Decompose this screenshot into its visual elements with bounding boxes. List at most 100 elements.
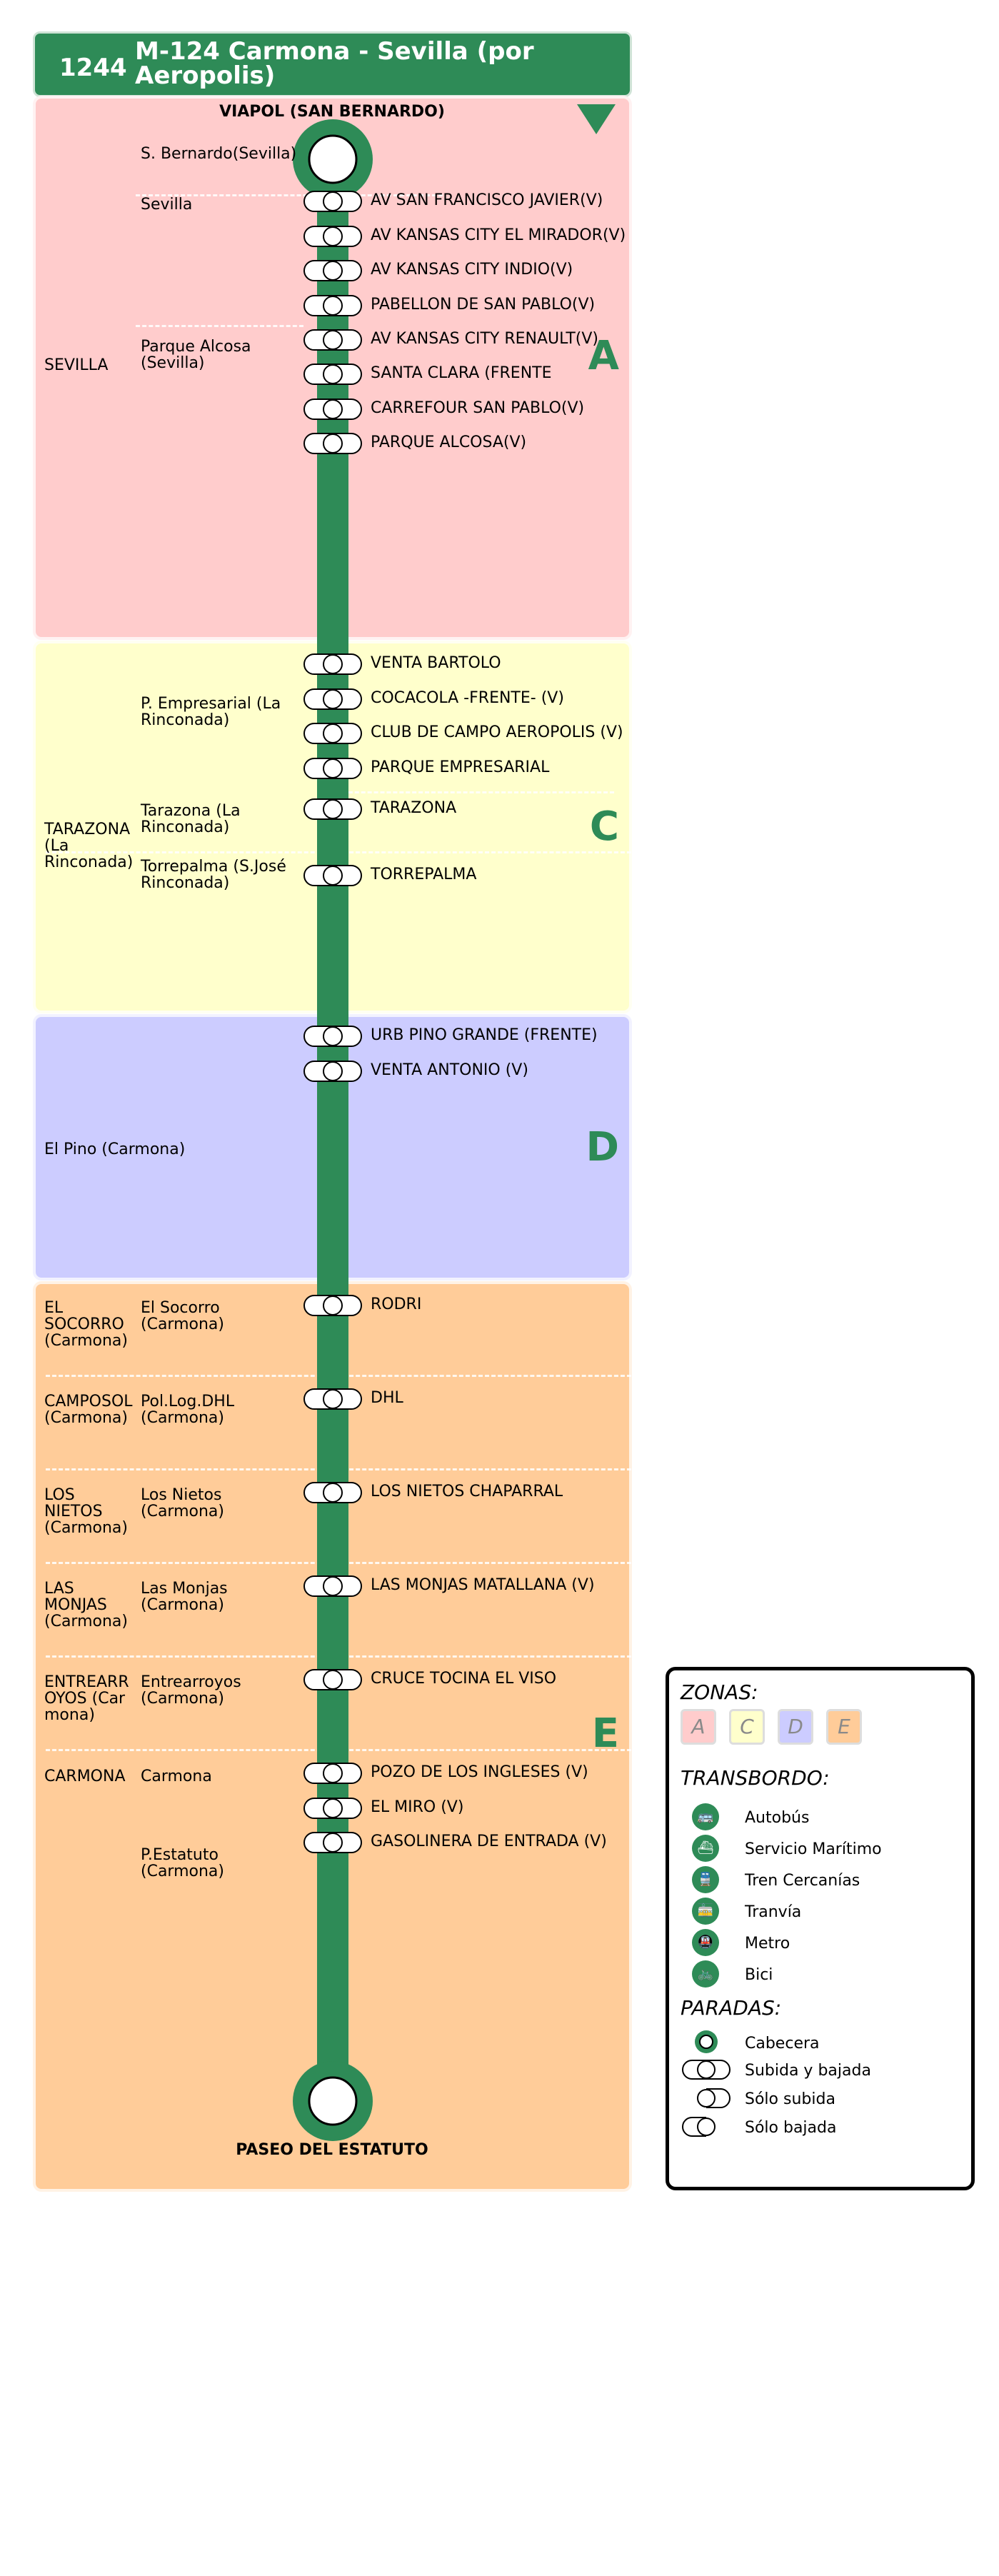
origin-locality: S. Bernardo(Sevilla) [141, 145, 297, 163]
stop-name: CARREFOUR SAN PABLO(V) [371, 399, 585, 417]
locality-label: P.Estatuto (Carmona) [141, 1846, 224, 1880]
legend-transfer-label: Servicio Marítimo [745, 1840, 882, 1858]
legend-transfer-label: Tranvía [745, 1903, 802, 1921]
stop-name: URB PINO GRANDE (FRENTE) [371, 1026, 598, 1044]
train-icon: 🚆 [692, 1866, 719, 1893]
stop-name: PABELLON DE SAN PABLO(V) [371, 296, 596, 314]
municipality-label: ENTREARROYOS (Carmona) [44, 1673, 129, 1724]
locality-label: Torrepalma (S.José Rinconada) [141, 858, 286, 892]
stop-name: RODRI [371, 1295, 422, 1313]
stop-name: AV KANSAS CITY RENAULT(V) [371, 330, 599, 348]
stop-name: CRUCE TOCINA EL VISO [371, 1670, 557, 1688]
municipality-label: SEVILLA [44, 356, 109, 374]
stop-marker [303, 688, 362, 710]
municipality-label: EL SOCORRO (Carmona) [44, 1299, 128, 1350]
locality-label: El Socorro (Carmona) [141, 1299, 224, 1333]
stop-marker [303, 364, 362, 385]
destination-title: PASEO DEL ESTATUTO [236, 2141, 428, 2159]
locality-label: P. Empresarial (La Rinconada) [141, 695, 281, 729]
stop-marker [303, 1669, 362, 1690]
stop-alighting-icon [682, 2117, 716, 2137]
stop-marker [303, 865, 362, 886]
municipality-label: CAMPOSOL (Carmona) [44, 1393, 133, 1427]
stop-marker [303, 723, 362, 744]
legend-stop-label: Cabecera [745, 2035, 820, 2053]
zone-letter-c: C [589, 803, 619, 850]
stop-name: AV KANSAS CITY EL MIRADOR(V) [371, 226, 626, 244]
locality-label: Los Nietos (Carmona) [141, 1486, 224, 1520]
locality-label: Sevilla [141, 196, 193, 214]
legend-zones-title: ZONAS: [681, 1680, 758, 1704]
route-line [293, 119, 373, 2141]
stop-marker [303, 329, 362, 351]
stop-name: CLUB DE CAMPO AEROPOLIS (V) [371, 723, 623, 741]
metro-icon: 🚇 [692, 1929, 719, 1956]
zone-letter-e: E [591, 1710, 619, 1757]
direction-arrow-icon [577, 104, 616, 134]
legend-zone-c: C [729, 1709, 765, 1745]
stop-marker [303, 1295, 362, 1316]
stop-name: SANTA CLARA (FRENTE [371, 364, 552, 382]
locality-label: Entrearroyos (Carmona) [141, 1673, 241, 1708]
legend-zone-a: A [681, 1709, 716, 1745]
legend-transfer-label: Metro [745, 1935, 790, 1953]
stop-both-icon [682, 2060, 731, 2080]
locality-label: Pol.Log.DHL (Carmona) [141, 1393, 235, 1427]
legend-zone-e: E [826, 1709, 862, 1745]
stop-boarding-icon [697, 2088, 731, 2108]
legend-transfer-label: Bici [745, 1966, 773, 1984]
stop-marker [303, 1575, 362, 1597]
legend: ZONAS: A C D E TRANSBORDO: 🚌 Autobús ⛴ S… [666, 1667, 975, 2190]
stop-marker [303, 191, 362, 212]
stop-marker [303, 260, 362, 281]
municipality-label: TARAZONA (La Rinconada) [44, 821, 134, 871]
stop-name: DHL [371, 1389, 403, 1407]
municipality-label: LAS MONJAS (Carmona) [44, 1580, 128, 1630]
bus-icon: 🚌 [692, 1803, 719, 1830]
stop-marker [303, 653, 362, 675]
legend-stop-label: Subida y bajada [745, 2062, 871, 2080]
locality-label: Las Monjas (Carmona) [141, 1580, 228, 1614]
locality-label: Tarazona (La Rinconada) [141, 802, 241, 836]
stop-name: PARQUE EMPRESARIAL [371, 758, 550, 776]
stop-name: LOS NIETOS CHAPARRAL [371, 1483, 563, 1500]
stop-marker [303, 295, 362, 316]
stop-marker [303, 1798, 362, 1819]
stop-name: PARQUE ALCOSA(V) [371, 433, 527, 451]
municipality-label: El Pino (Carmona) [44, 1141, 186, 1158]
legend-stop-label: Sólo subida [745, 2090, 835, 2108]
legend-transfer-label: Tren Cercanías [745, 1872, 860, 1890]
municipality-label: CARMONA [44, 1768, 126, 1785]
stop-name: LAS MONJAS MATALLANA (V) [371, 1576, 595, 1594]
locality-label: Carmona [141, 1768, 212, 1785]
route-code: 1244 [59, 54, 127, 82]
stop-name: TARAZONA [371, 799, 457, 817]
zone-letter-a: A [588, 333, 619, 379]
stop-name: VENTA ANTONIO (V) [371, 1061, 528, 1079]
stop-marker [303, 399, 362, 420]
route-header: 1244 M-124 Carmona - Sevilla (por Aeropo… [33, 31, 632, 97]
legend-zone-d: D [778, 1709, 813, 1745]
stop-marker [303, 758, 362, 779]
legend-stop-label: Sólo bajada [745, 2119, 837, 2137]
stop-name: AV KANSAS CITY INDIO(V) [371, 261, 573, 279]
origin-terminal [293, 119, 373, 199]
municipality-label: LOS NIETOS (Carmona) [44, 1486, 128, 1537]
stop-name: EL MIRO (V) [371, 1798, 464, 1816]
legend-stops-title: PARADAS: [681, 1996, 782, 2020]
stop-marker [303, 1482, 362, 1503]
stop-name: POZO DE LOS INGLESES (V) [371, 1763, 588, 1781]
terminal-stop-icon [695, 2030, 718, 2053]
stop-name: COCACOLA -FRENTE- (V) [371, 689, 564, 707]
separator [136, 194, 443, 196]
stop-marker [303, 1832, 362, 1853]
stop-name: AV SAN FRANCISCO JAVIER(V) [371, 191, 603, 209]
tram-icon: 🚋 [692, 1898, 719, 1925]
bike-icon: 🚲 [692, 1960, 719, 1988]
stop-name: GASOLINERA DE ENTRADA (V) [371, 1833, 607, 1850]
origin-title: VIAPOL (SAN BERNARDO) [219, 103, 445, 121]
stop-name: TORREPALMA [371, 866, 477, 883]
route-name: M-124 Carmona - Sevilla (por Aeropolis) [135, 37, 534, 90]
legend-transfer-label: Autobús [745, 1809, 810, 1827]
separator [336, 791, 614, 793]
